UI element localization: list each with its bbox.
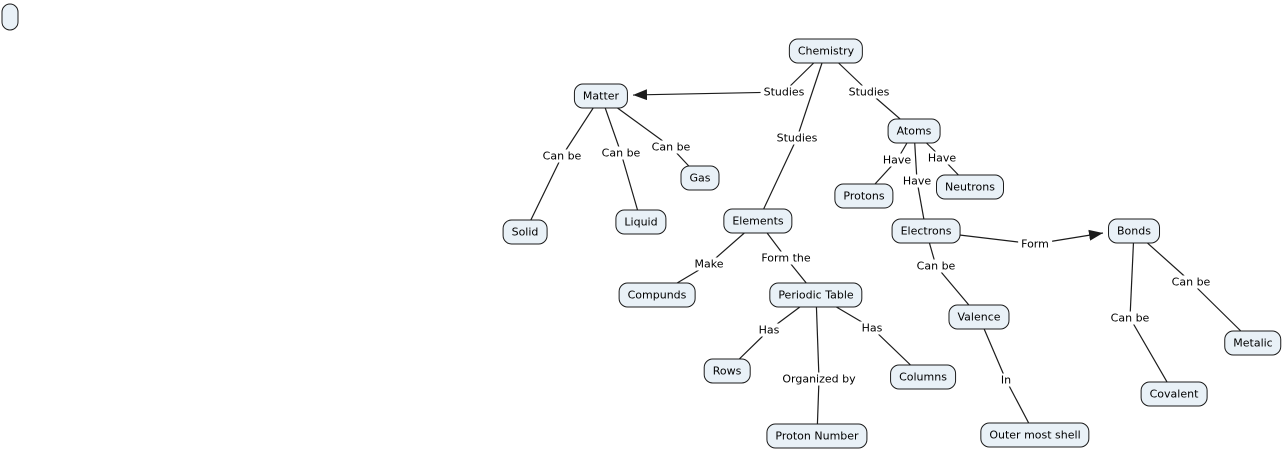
edge-label-bonds-covalent[interactable]: Can be	[1107, 311, 1153, 325]
concept-node-chemistry[interactable]: Chemistry	[788, 38, 864, 64]
edge-label-elements-compunds[interactable]: Make	[691, 257, 727, 271]
concept-node-gas[interactable]: Gas	[680, 165, 720, 191]
concept-node-solid[interactable]: Solid	[502, 219, 548, 245]
empty-concept-node[interactable]	[1, 3, 19, 31]
edge-line-bonds-covalent-2	[1129, 317, 1175, 395]
edge-line-chemistry-elements-1	[796, 50, 827, 139]
concept-node-valence[interactable]: Valence	[948, 304, 1010, 330]
concept-node-metalic[interactable]: Metalic	[1224, 330, 1282, 356]
concept-node-matter[interactable]: Matter	[573, 83, 629, 109]
concept-node-proton-number[interactable]: Proton Number	[766, 423, 868, 449]
edge-label-bonds-metalic[interactable]: Can be	[1168, 275, 1214, 289]
concept-node-covalent[interactable]: Covalent	[1140, 381, 1208, 407]
edge-label-atoms-neutrons[interactable]: Have	[924, 151, 960, 165]
concept-node-atoms[interactable]: Atoms	[887, 118, 941, 144]
concept-node-neutrons[interactable]: Neutrons	[936, 174, 1004, 200]
edge-label-matter-liquid[interactable]: Can be	[598, 146, 644, 160]
edge-label-valence-outer-most-shell[interactable]: In	[997, 373, 1015, 387]
concept-node-rows[interactable]: Rows	[703, 358, 751, 384]
edge-label-periodic-table-columns[interactable]: Has	[858, 321, 886, 335]
edge-label-periodic-table-rows[interactable]: Has	[755, 323, 783, 337]
edge-label-matter-solid[interactable]: Can be	[539, 149, 585, 163]
concept-node-outer-most-shell[interactable]: Outer most shell	[980, 422, 1090, 448]
edge-label-chemistry-atoms[interactable]: Studies	[845, 85, 893, 99]
edge-line-periodic-table-proton-number-1	[815, 294, 820, 380]
concept-node-bonds[interactable]: Bonds	[1108, 218, 1160, 244]
concept-node-compunds[interactable]: Compunds	[618, 282, 696, 308]
edge-label-chemistry-elements[interactable]: Studies	[773, 131, 821, 145]
edge-line-matter-solid-2	[524, 155, 563, 233]
concept-node-protons[interactable]: Protons	[834, 183, 894, 209]
edge-label-electrons-bonds[interactable]: Form	[1018, 237, 1052, 251]
edge-label-electrons-valence[interactable]: Can be	[913, 259, 959, 273]
edge-label-atoms-protons[interactable]: Have	[879, 153, 915, 167]
edge-label-elements-periodic-table[interactable]: Form the	[758, 251, 814, 265]
concept-node-electrons[interactable]: Electrons	[891, 218, 961, 244]
concept-node-periodic-table[interactable]: Periodic Table	[769, 282, 863, 308]
edge-line-chemistry-elements-2	[757, 137, 798, 222]
concept-node-elements[interactable]: Elements	[723, 208, 793, 234]
edge-label-chemistry-matter[interactable]: Studies	[760, 85, 808, 99]
concept-node-liquid[interactable]: Liquid	[615, 209, 667, 235]
edge-label-matter-gas[interactable]: Can be	[648, 140, 694, 154]
edge-line-chemistry-matter-2	[632, 89, 785, 101]
edge-label-periodic-table-proton-number[interactable]: Organized by	[779, 372, 859, 386]
edge-label-atoms-electrons[interactable]: Have	[899, 174, 935, 188]
edge-line-bonds-covalent-1	[1129, 230, 1135, 319]
concept-node-columns[interactable]: Columns	[890, 364, 956, 390]
